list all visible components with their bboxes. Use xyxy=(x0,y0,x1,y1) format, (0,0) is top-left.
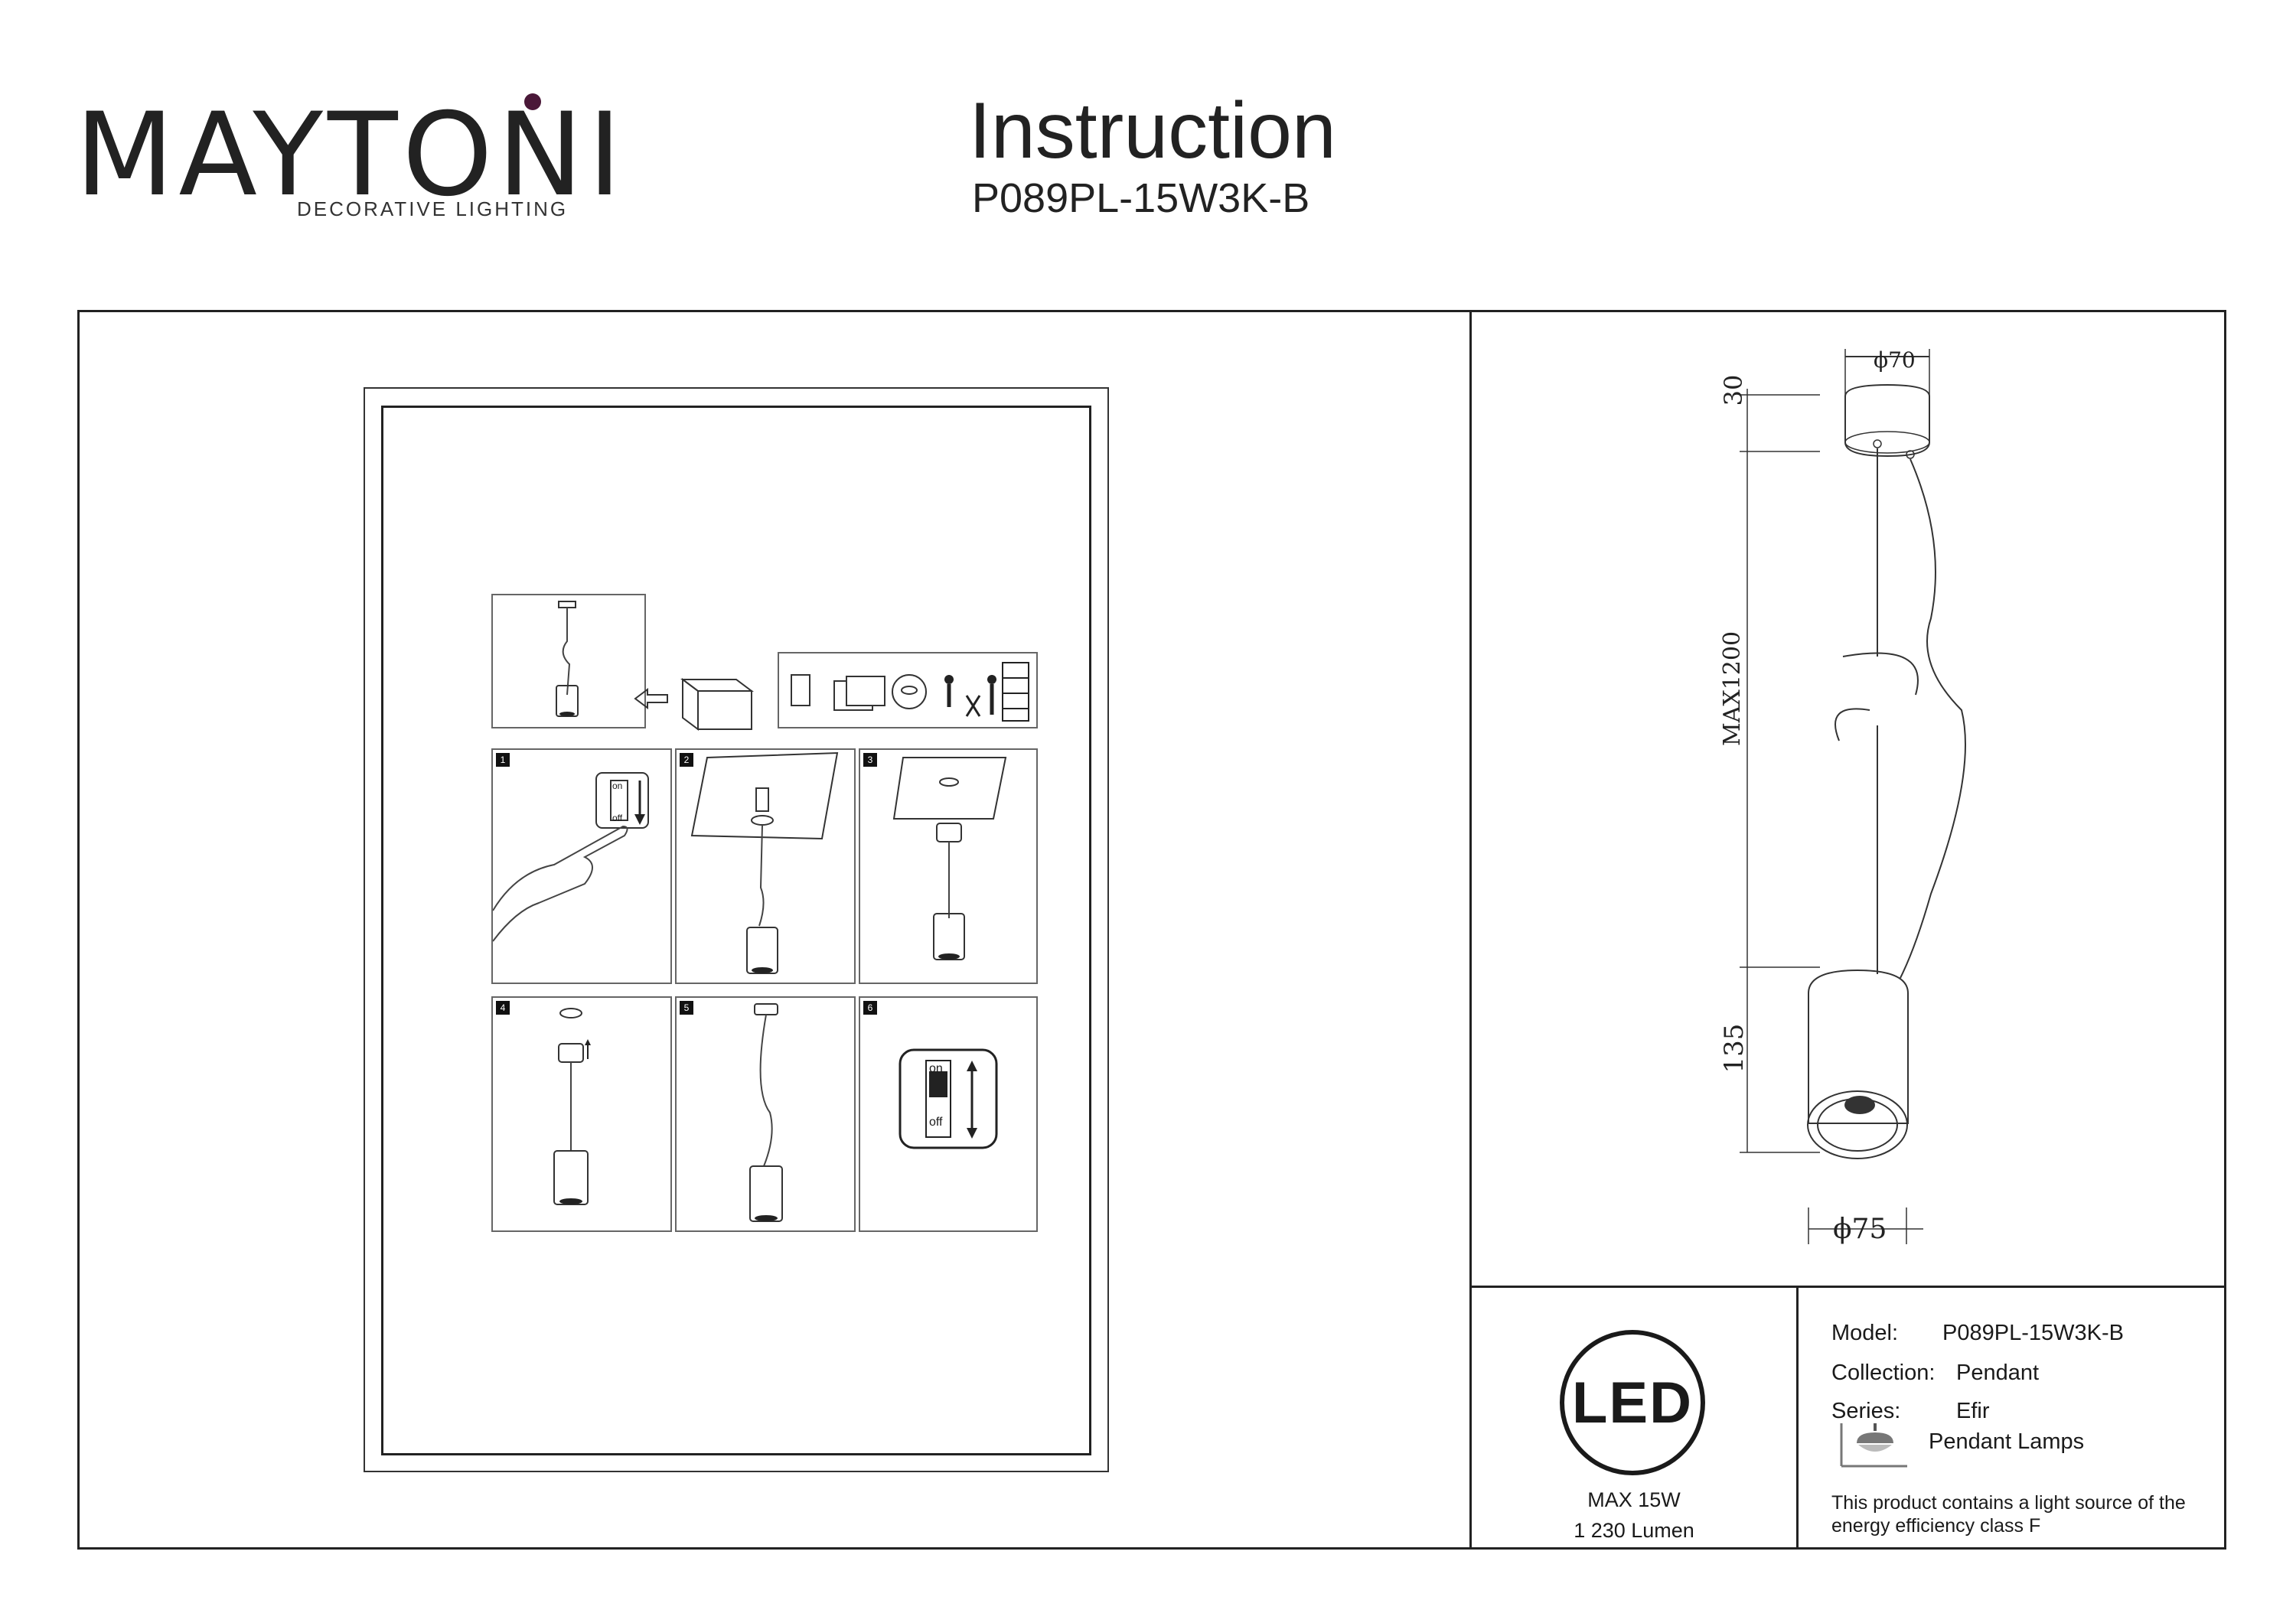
step-number: 3 xyxy=(863,753,877,767)
canopy-drawing xyxy=(892,757,1007,960)
model-label: Model: xyxy=(1831,1321,1899,1345)
collection-label: Collection: xyxy=(1831,1361,1936,1385)
step-number: 6 xyxy=(863,1001,877,1015)
brand-logo: MAYTONI xyxy=(75,98,626,213)
brand-name: MAYTONI xyxy=(75,89,627,222)
product-overview-drawing xyxy=(556,601,579,717)
step-number: 5 xyxy=(680,1001,693,1015)
canopy-height-label: 30 xyxy=(1719,374,1748,406)
manual-page-outer xyxy=(364,387,1109,1472)
model-number: P089PL-15W3K-B xyxy=(972,175,1310,221)
led-badge: LED xyxy=(1560,1330,1705,1475)
energy-note-line-1: This product contains a light source of … xyxy=(1831,1492,2186,1514)
switch-on-drawing xyxy=(899,1048,998,1149)
instruction-frame xyxy=(77,310,2226,1550)
page-title: Instruction xyxy=(969,86,1336,175)
body-diameter-label: ϕ75 xyxy=(1833,1214,1887,1245)
technical-drawing xyxy=(1740,349,1966,1244)
switch-on-label: on xyxy=(612,781,623,791)
step-1-panel: 1 on off xyxy=(491,748,672,984)
mounting-drawing xyxy=(690,751,839,974)
model-value: P089PL-15W3K-B xyxy=(1942,1321,2124,1345)
collection-value: Pendant xyxy=(1956,1361,2040,1385)
switch-off-label: off xyxy=(612,813,623,823)
switch-off-label: off xyxy=(929,1116,943,1129)
spec-divider xyxy=(1796,1286,1799,1550)
logo-dot-icon xyxy=(524,93,541,110)
step-2-panel: 2 xyxy=(675,748,856,984)
frame-divider-horizontal xyxy=(1469,1286,2226,1288)
pendant-lamp-icon xyxy=(1840,1423,1907,1468)
safety-pictograms xyxy=(791,662,1029,722)
canopy-diameter-label: ϕ70 xyxy=(1874,347,1916,373)
series-value: Efir xyxy=(1956,1399,1990,1423)
step-number: 2 xyxy=(680,753,693,767)
type-value: Pendant Lamps xyxy=(1929,1429,2085,1454)
brand-tagline: DECORATIVE LIGHTING xyxy=(297,197,569,220)
switch-off-drawing xyxy=(492,772,649,942)
energy-note-line-2: energy efficiency class F xyxy=(1831,1515,2041,1537)
fixing-drawing xyxy=(553,1008,591,1205)
step-number: 4 xyxy=(496,1001,510,1015)
led-power: MAX 15W xyxy=(1587,1488,1681,1511)
installed-drawing xyxy=(749,1003,783,1222)
frame-divider-vertical xyxy=(1469,310,1472,1550)
step-4-panel: 4 xyxy=(491,996,672,1232)
switch-on-label: on xyxy=(929,1062,943,1075)
step-3-panel: 3 xyxy=(859,748,1038,984)
step-number: 1 xyxy=(496,753,510,767)
box-icon xyxy=(680,678,754,731)
safety-info-panel xyxy=(778,652,1038,728)
step-5-panel: 5 xyxy=(675,996,856,1232)
led-logo: LED xyxy=(1572,1370,1693,1436)
arrow-left-icon xyxy=(634,688,668,709)
product-overview-panel xyxy=(491,594,646,728)
body-height-label: 135 xyxy=(1719,1023,1750,1074)
cable-length-label: MAX1200 xyxy=(1719,631,1746,747)
series-label: Series: xyxy=(1831,1399,1901,1423)
led-lumen: 1 230 Lumen xyxy=(1574,1519,1694,1542)
manual-page-inner xyxy=(381,406,1091,1455)
step-6-panel: 6 on off xyxy=(859,996,1038,1232)
